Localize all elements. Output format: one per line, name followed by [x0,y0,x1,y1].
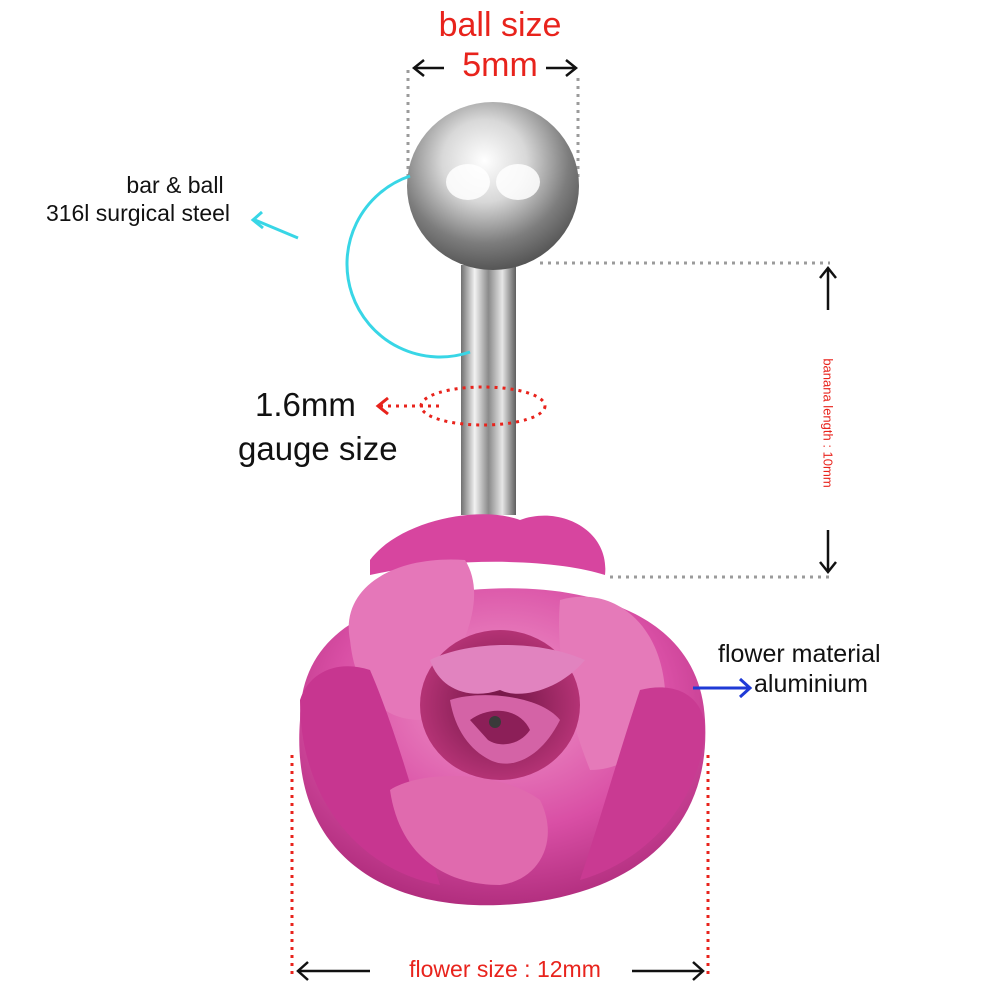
steel-callout [250,174,471,359]
steel-material-line2: 316l surgical steel [45,200,231,226]
banana-length-arrow [819,265,837,575]
material-arrow [693,677,753,699]
flower-size-arrow [296,961,705,981]
gauge-arrow [375,396,440,416]
callout-arrow-icon [250,210,264,230]
banana-length-text: banana length : 10mm [820,358,836,488]
ball-size-guides [406,70,580,180]
rose-flower [299,514,706,906]
ball-size-value: 5mm [462,46,538,84]
banana-length-guides [540,261,830,579]
flower-size-label: flower size : 12mm [409,956,601,982]
flower-material-line1: flower material [718,640,881,668]
ball-size-arrow [411,59,579,77]
ball-size-title: ball size [438,6,562,44]
top-ball [407,102,579,270]
banana-bar [461,265,516,515]
steel-material-line1: bar & ball [126,172,224,198]
gauge-value: 1.6mm [255,386,356,423]
flower-material-line2: aluminium [754,670,868,698]
gauge-label: gauge size [238,430,398,467]
